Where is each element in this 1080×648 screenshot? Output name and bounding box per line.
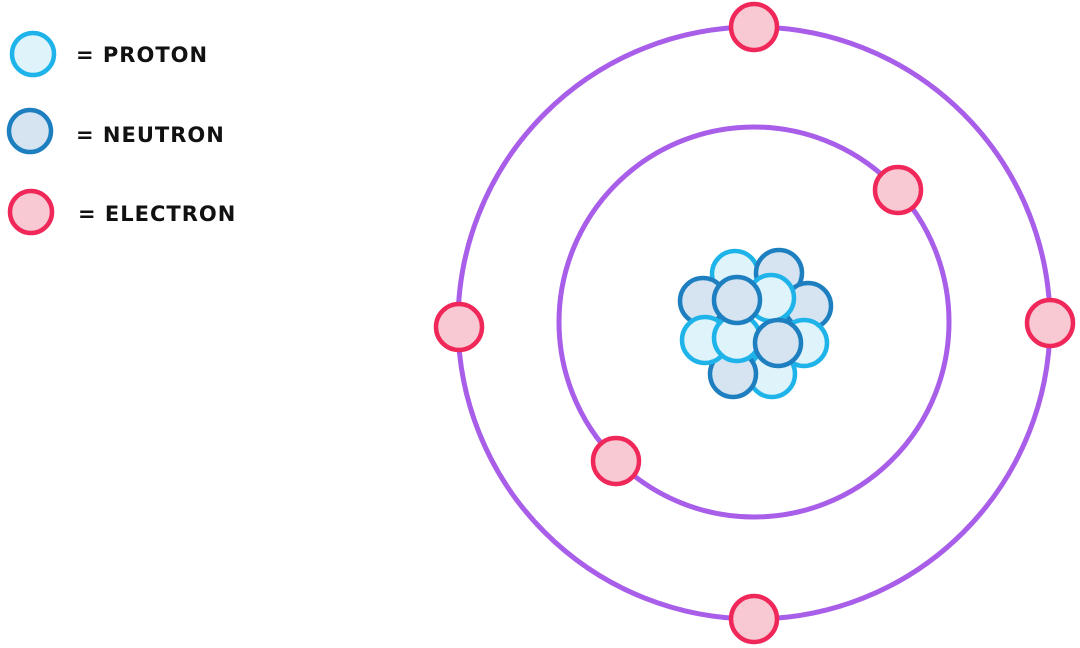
electrons <box>433 1 1076 645</box>
legend-item-proton: = PROTON <box>9 30 208 78</box>
nucleus-neutron <box>752 317 804 369</box>
electron-inner-lower-left <box>590 435 642 487</box>
legend-item-electron: = ELECTRON <box>7 188 236 236</box>
legend-neutron-label: = NEUTRON <box>76 123 225 147</box>
legend-proton-label: = PROTON <box>76 43 208 67</box>
legend: = PROTON = NEUTRON = ELECTRON <box>6 30 236 236</box>
electron-inner-upper-right <box>872 164 924 216</box>
nucleus-neutron <box>711 274 763 326</box>
legend-electron-swatch <box>7 188 55 236</box>
electron-outer-right <box>1024 297 1076 349</box>
electron-outer-left <box>433 301 485 353</box>
legend-neutron-swatch <box>6 107 54 155</box>
legend-proton-swatch <box>9 30 57 78</box>
nucleus <box>677 247 834 400</box>
legend-electron-label: = ELECTRON <box>78 202 236 226</box>
legend-item-neutron: = NEUTRON <box>6 107 225 155</box>
electron-outer-top <box>728 1 780 53</box>
electron-outer-bottom <box>728 593 780 645</box>
inner-orbit <box>556 124 952 520</box>
